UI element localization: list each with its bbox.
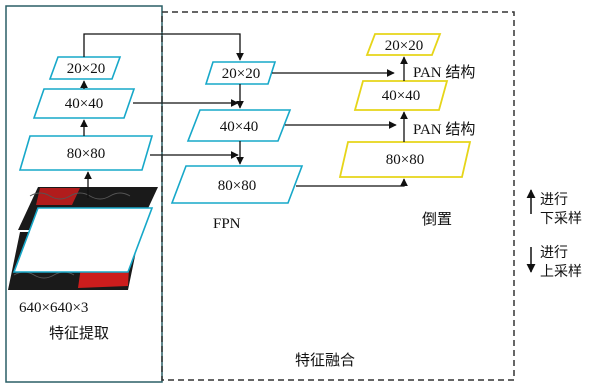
backbone-layer-80	[18, 135, 154, 171]
fpn-layer-80	[170, 165, 304, 204]
backbone-layer-40-label: 40×40	[65, 96, 103, 112]
pan-layer-40	[353, 80, 449, 111]
input-image	[8, 187, 158, 290]
legend-down-line1: 进行	[540, 245, 568, 261]
fpn-layer-80-label: 80×80	[218, 178, 256, 194]
legend-up-line2: 下采样	[540, 211, 582, 227]
pan-structure-label-lower: PAN 结构	[413, 121, 475, 138]
input-size-label: 640×640×3	[19, 300, 88, 316]
fpn-layer-40-label: 40×40	[220, 119, 258, 135]
input-image-frame	[12, 207, 154, 273]
backbone-layer-20	[48, 56, 122, 80]
fpn-layer-20	[204, 61, 277, 85]
arrow-backbone20-to-fpn20	[83, 33, 244, 61]
backbone-title: 特征提取	[49, 324, 109, 342]
backbone-layer-40	[32, 88, 136, 119]
pan-layer-20	[365, 33, 442, 56]
pan-layer-80-label: 80×80	[386, 152, 424, 168]
backbone-layer-20-label: 20×20	[67, 61, 105, 77]
fusion-frame	[161, 11, 515, 381]
pan-layer-80	[338, 141, 472, 178]
arrow-fpn80-to-pan80	[296, 178, 408, 187]
pan-structure-label-upper: PAN 结构	[413, 64, 475, 81]
legend-up-line1: 进行	[540, 192, 568, 208]
backbone-layer-80-label: 80×80	[67, 146, 105, 162]
fusion-title: 特征融合	[295, 351, 355, 369]
pan-label: 倒置	[422, 210, 452, 228]
legend-down-line2: 上采样	[540, 264, 582, 280]
pan-layer-40-label: 40×40	[382, 88, 420, 104]
fpn-layer-40	[186, 109, 292, 142]
fpn-label: FPN	[213, 216, 241, 232]
pan-layer-20-label: 20×20	[385, 38, 423, 54]
backbone-frame	[5, 5, 163, 383]
fpn-layer-20-label: 20×20	[222, 66, 260, 82]
